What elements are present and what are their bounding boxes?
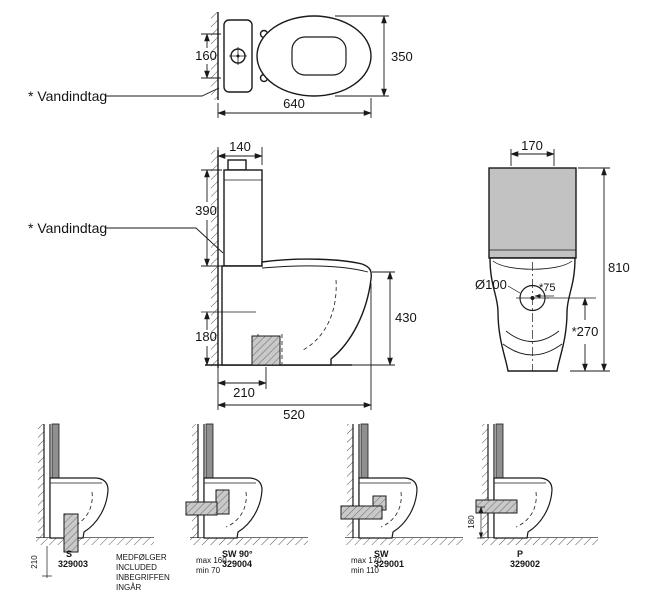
- variant-sw90-code: SW 90°: [222, 549, 253, 559]
- variant-sw90-dim-max: max 160: [196, 556, 227, 565]
- dim-170: 170: [510, 138, 555, 166]
- side-view-water-inlet-callout: * Vandindtag: [28, 220, 224, 254]
- dim-270: *270: [547, 297, 599, 372]
- flush-pipe: [205, 423, 214, 479]
- dim-520: 520: [217, 283, 372, 422]
- dim-810-text: 810: [608, 260, 630, 275]
- included-note-line: INGÅR: [116, 583, 142, 592]
- flush-button: [227, 159, 247, 171]
- dim-180-text: 180: [195, 329, 217, 344]
- outlet-pipe: [251, 335, 281, 366]
- dim-160: 160: [195, 33, 221, 79]
- dim-210: 210: [217, 367, 267, 410]
- variant-s: 210 S 329003: [30, 423, 154, 578]
- cistern-rear: [488, 167, 577, 259]
- dim-390: 390: [195, 169, 222, 267]
- cistern-side: [223, 169, 263, 267]
- dim-160-text: 160: [195, 48, 217, 63]
- variant-sw90-number: 329004: [222, 559, 252, 569]
- side-view-dimensions: 140 390 430 180 210: [195, 139, 417, 422]
- dim-430: 430: [352, 271, 417, 366]
- variant-p: 180 P 329002: [467, 423, 598, 569]
- toilet-silhouette: [49, 477, 109, 539]
- water-inlet-label-side: * Vandindtag: [28, 220, 107, 236]
- flush-pipe: [360, 423, 369, 479]
- rear-view-dimensions: 170 810 *270 *75 Ø100: [475, 138, 630, 372]
- wall-hatch: [211, 12, 218, 100]
- included-note-line: MEDFØLGER: [116, 553, 167, 562]
- inlet-diameter-text: Ø100: [475, 277, 507, 292]
- included-note-line: INCLUDED: [116, 563, 157, 572]
- dim-270-text: *270: [572, 324, 599, 339]
- dim-350: 350: [335, 15, 413, 97]
- flush-pipe: [51, 423, 60, 479]
- dim-170-text: 170: [521, 138, 543, 153]
- flush-pipe: [495, 423, 504, 479]
- bowl-opening: [291, 36, 347, 76]
- dim-180: 180: [195, 311, 256, 366]
- included-note: MEDFØLGER INCLUDED INBEGRIFFEN INGÅR: [116, 553, 170, 592]
- dim-640-text: 640: [283, 96, 305, 111]
- variant-sw-dim-min: min 110: [351, 566, 379, 575]
- variant-sw: max 170 min 110 SW 329001: [340, 423, 463, 575]
- outlet-pipe-horizontal: [475, 499, 518, 514]
- dim-810: 810: [570, 167, 630, 372]
- dim-430-text: 430: [395, 310, 417, 325]
- dim-640: 640: [217, 96, 372, 118]
- outlet-pipe-vertical: [63, 513, 79, 553]
- variant-sw90-dim-min: min 70: [196, 566, 221, 575]
- outlet-pipe-horizontal: [185, 501, 218, 516]
- side-view: [205, 150, 372, 368]
- toilet-silhouette: [493, 477, 553, 539]
- variant-p-number: 329002: [510, 559, 540, 569]
- dim-d100: Ø100: [475, 277, 521, 294]
- rear-view: [488, 167, 577, 372]
- dim-140: 140: [217, 139, 263, 165]
- outlet-pipe-elbow: [215, 489, 230, 515]
- variant-sw-number: 329001: [374, 559, 404, 569]
- dim-350-text: 350: [391, 49, 413, 64]
- top-view-water-inlet-callout: * Vandindtag: [28, 87, 220, 104]
- variant-p-dim: 180: [467, 515, 476, 529]
- variant-sw-code: SW: [374, 549, 389, 559]
- toilet-silhouette: [358, 477, 418, 539]
- dim-210-text: 210: [233, 385, 255, 400]
- wall-hatch: [211, 150, 218, 368]
- dim-520-text: 520: [283, 407, 305, 422]
- variant-s-dim: 210: [30, 555, 39, 569]
- top-view-dimensions: 160 350 640: [195, 15, 413, 118]
- included-note-line: INBEGRIFFEN: [116, 573, 170, 582]
- water-inlet-label-top: * Vandindtag: [28, 88, 107, 104]
- dim-75-text: *75: [539, 282, 556, 294]
- top-view: [211, 12, 372, 100]
- outlet-pipe-horizontal: [340, 505, 383, 520]
- variant-p-code: P: [517, 549, 523, 559]
- variant-s-code: S: [66, 549, 72, 559]
- variant-s-number: 329003: [58, 559, 88, 569]
- dim-140-text: 140: [229, 139, 251, 154]
- dim-75: *75: [534, 282, 556, 299]
- dim-390-text: 390: [195, 203, 217, 218]
- variant-sw-dim-max: max 170: [351, 556, 382, 565]
- variant-sw90: max 160 min 70 SW 90° 329004: [185, 423, 308, 575]
